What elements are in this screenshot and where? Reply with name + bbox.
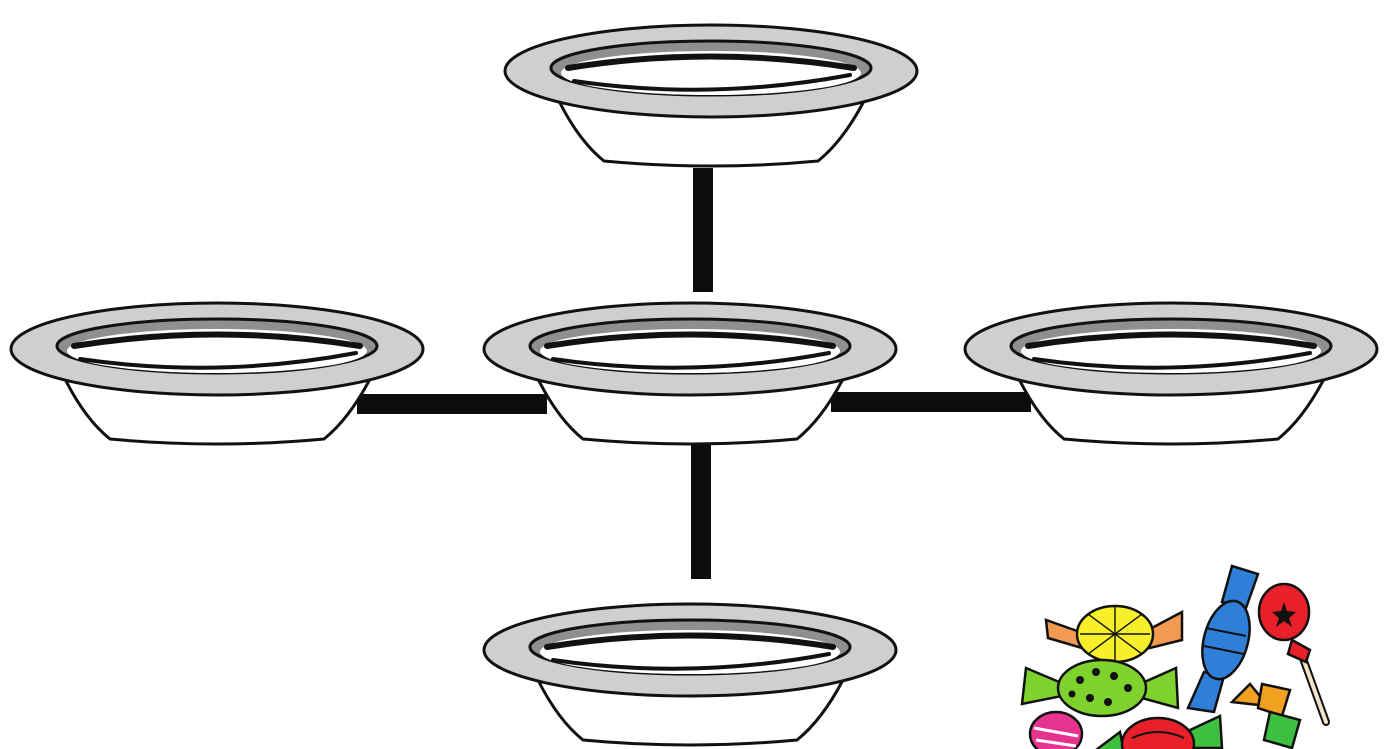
connector-bottom — [691, 441, 711, 579]
pink-candy — [1030, 712, 1082, 749]
red-lollipop — [1259, 584, 1310, 662]
connector-left — [357, 394, 547, 414]
bowl-center — [484, 303, 896, 444]
bowl-left — [11, 303, 423, 444]
connector-top — [693, 168, 713, 292]
yellow-candy — [1046, 606, 1182, 662]
red-candy — [1096, 716, 1222, 749]
orange-candy — [1232, 684, 1300, 748]
green-candy — [1022, 660, 1178, 716]
bowl-right — [965, 303, 1377, 444]
candy-pile-icon — [1022, 566, 1326, 749]
bowl-top — [505, 25, 917, 166]
connector-right — [831, 392, 1031, 412]
bowl-bottom — [484, 604, 896, 745]
